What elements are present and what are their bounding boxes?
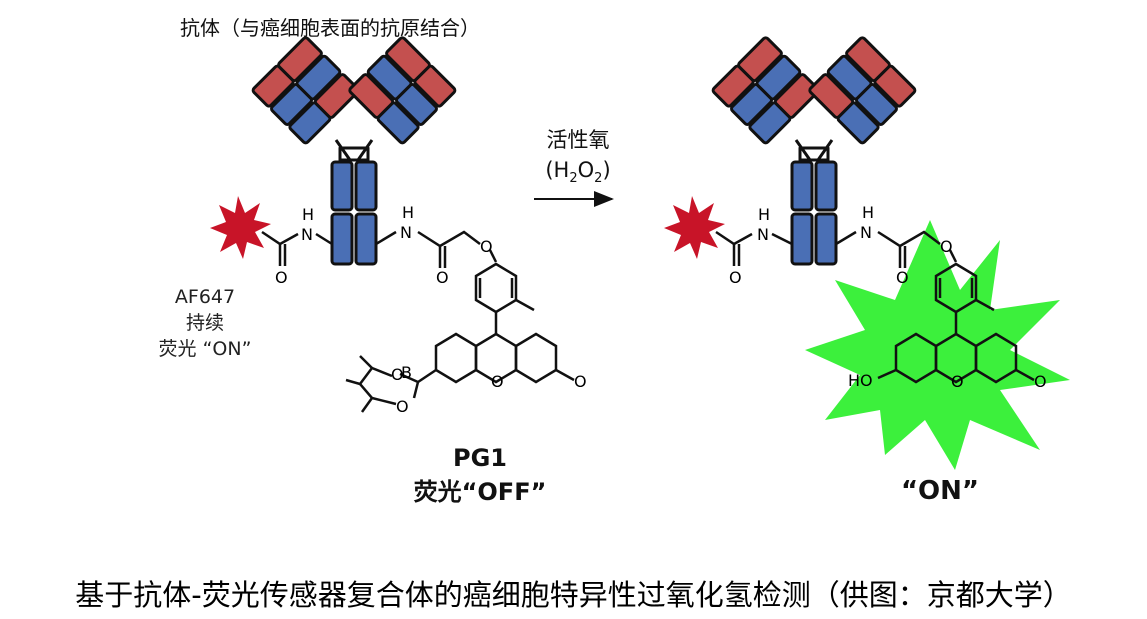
atom-H-left2: H xyxy=(402,203,414,222)
formula-part: ) xyxy=(602,158,611,182)
atom-O-left7: O xyxy=(396,397,409,416)
af647-star-right xyxy=(664,196,725,259)
probe-linker-left xyxy=(375,230,498,268)
conjugate-off: N H O N H O O xyxy=(210,36,587,416)
on-state-label: “ON” xyxy=(900,476,980,506)
atom-N-left2: N xyxy=(400,223,412,242)
reagent-formula: (H2O2) xyxy=(533,155,623,194)
formula-part: (H xyxy=(545,158,570,182)
probe-name: PG1 xyxy=(453,444,507,472)
atom-H-left1: H xyxy=(302,205,314,224)
atom-HO-right: HO xyxy=(848,371,873,390)
atom-O-left6: O xyxy=(391,365,404,384)
atom-N-right1: N xyxy=(757,225,769,244)
amide-linker-right xyxy=(715,230,793,266)
antibody-right xyxy=(711,36,917,266)
atom-O-left4: O xyxy=(491,372,504,391)
atom-O-right2: O xyxy=(896,268,909,287)
antibody-left xyxy=(251,36,457,266)
atom-H-right2: H xyxy=(862,203,874,222)
atom-O-left3: O xyxy=(480,237,493,256)
formula-sub: 2 xyxy=(569,171,578,187)
atom-O-left2: O xyxy=(436,268,449,287)
atom-B-left: B xyxy=(401,363,412,382)
atom-N-left1: N xyxy=(301,225,313,244)
reagent-name: 活性氧 xyxy=(546,128,610,152)
amide-linker-left xyxy=(261,230,333,266)
atom-O-right5: O xyxy=(1034,372,1047,391)
af647-name: AF647 xyxy=(174,286,236,308)
atom-O-right1: O xyxy=(729,268,742,287)
atom-O-left5: O xyxy=(574,372,587,391)
pg1-molecule xyxy=(345,262,575,413)
af647-label: AF647 持续 荧光 “ON” xyxy=(140,284,270,362)
atom-O-right4: O xyxy=(951,372,964,391)
reagent-label: 活性氧 (H2O2) xyxy=(533,125,623,194)
conjugate-on: N H O N H O O O O HO xyxy=(664,36,1070,470)
formula-part: O xyxy=(577,158,595,182)
atom-H-right1: H xyxy=(758,205,770,224)
antibody-label: 抗体（与癌细胞表面的抗原结合） xyxy=(180,16,480,40)
atom-O-right3: O xyxy=(940,237,953,256)
formula-sub: 2 xyxy=(594,171,603,187)
af647-on: 荧光 “ON” xyxy=(158,338,252,360)
probe-label: PG1 荧光“OFF” xyxy=(400,441,560,509)
fluorescein-molecule xyxy=(877,262,1035,384)
af647-star-left xyxy=(210,196,271,259)
af647-persist: 持续 xyxy=(185,312,224,334)
atom-N-right2: N xyxy=(860,223,872,242)
figure-caption: 基于抗体-荧光传感器复合体的癌细胞特异性过氧化氢检测（供图：京都大学） xyxy=(75,578,1072,612)
atom-O-left1: O xyxy=(275,268,288,287)
probe-state: 荧光“OFF” xyxy=(413,478,547,506)
probe-linker-right xyxy=(835,230,958,268)
